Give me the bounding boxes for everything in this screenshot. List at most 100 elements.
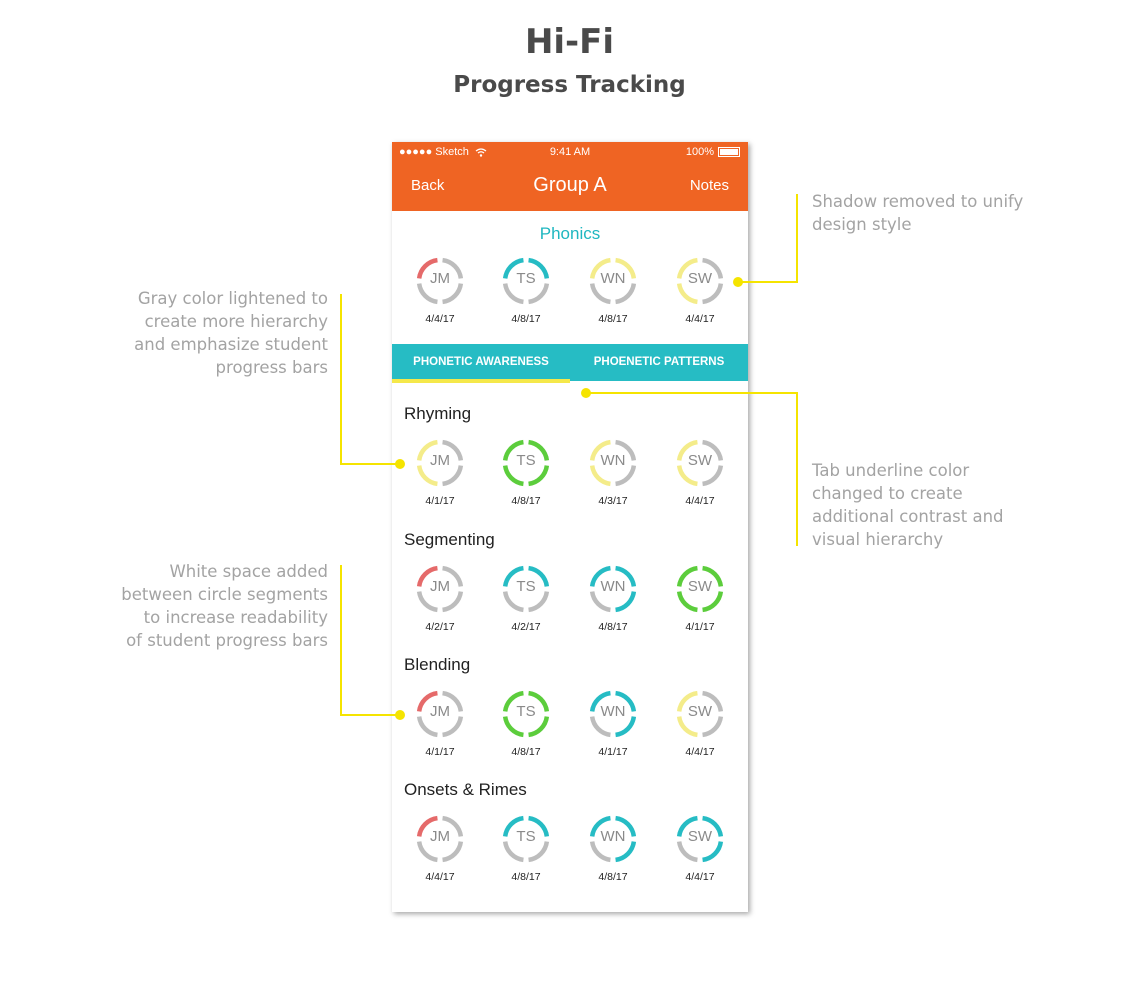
progress-segment-yellow xyxy=(676,716,698,738)
progress-ring xyxy=(416,815,464,863)
student-date: 4/8/17 xyxy=(511,313,541,325)
progress-segment-teal xyxy=(615,815,637,837)
progress-segment-teal xyxy=(502,257,524,279)
progress-segment-red xyxy=(416,257,438,279)
progress-segment-gray xyxy=(416,283,438,305)
student-date: 4/3/17 xyxy=(598,495,628,507)
progress-segment-red xyxy=(416,815,438,837)
student-date: 4/8/17 xyxy=(598,313,628,325)
student-initials: TS xyxy=(516,828,536,845)
progress-segment-teal xyxy=(702,841,724,863)
skill-heading: Segmenting xyxy=(404,530,495,549)
progress-segment-green xyxy=(702,591,724,613)
progress-segment-teal xyxy=(528,257,550,279)
progress-segment-green xyxy=(502,439,524,461)
progress-segment-gray xyxy=(702,257,724,279)
student-date: 4/4/17 xyxy=(425,313,455,325)
progress-segment-gray xyxy=(502,591,524,613)
battery-icon xyxy=(718,147,740,157)
nav-title: Group A xyxy=(533,174,607,196)
notes-button[interactable]: Notes xyxy=(689,177,729,194)
carrier-text: ●●●●● Sketch xyxy=(399,146,469,158)
student-date: 4/8/17 xyxy=(598,621,628,633)
progress-segment-teal xyxy=(502,565,524,587)
progress-segment-green xyxy=(528,690,550,712)
progress-ring xyxy=(676,815,724,863)
page-title: Hi-Fi xyxy=(524,22,615,62)
progress-ring xyxy=(676,690,724,738)
progress-segment-teal xyxy=(676,815,698,837)
carrier-label: ●●●●● Sketch xyxy=(399,146,487,158)
student-date: 4/1/17 xyxy=(598,746,628,758)
progress-ring xyxy=(589,690,637,738)
progress-ring xyxy=(502,439,550,487)
status-time: 9:41 AM xyxy=(549,146,591,158)
student-initials: JM xyxy=(430,578,450,595)
progress-segment-gray xyxy=(416,591,438,613)
progress-segment-teal xyxy=(502,815,524,837)
progress-segment-green xyxy=(676,591,698,613)
tab-phonetic-awareness[interactable]: PHONETIC AWARENESS xyxy=(413,356,549,368)
progress-ring xyxy=(416,257,464,305)
progress-segment-gray xyxy=(702,283,724,305)
progress-segment-red xyxy=(416,565,438,587)
progress-segment-gray xyxy=(442,565,464,587)
phone-screen: ●●●●● Sketch 9:41 AM 100% Back Group A N… xyxy=(392,142,748,912)
progress-segment-gray xyxy=(615,283,637,305)
progress-segment-gray xyxy=(442,465,464,487)
student-initials: JM xyxy=(430,828,450,845)
top-bar: ●●●●● Sketch 9:41 AM 100% Back Group A N… xyxy=(392,142,748,211)
progress-ring xyxy=(502,815,550,863)
student-initials: WN xyxy=(600,452,626,469)
tab-phoenetic-patterns[interactable]: PHOENETIC PATTERNS xyxy=(593,356,725,368)
progress-segment-teal xyxy=(589,565,611,587)
student-date: 4/2/17 xyxy=(511,621,541,633)
annotation-tab-underline: Tab underline color changed to create ad… xyxy=(812,461,1004,549)
progress-segment-red xyxy=(416,690,438,712)
progress-segment-teal xyxy=(702,815,724,837)
progress-segment-gray xyxy=(589,841,611,863)
progress-segment-gray xyxy=(528,283,550,305)
progress-segment-yellow xyxy=(676,283,698,305)
progress-segment-gray xyxy=(442,439,464,461)
student-initials: SW xyxy=(687,578,713,595)
student-wn[interactable]: WN 4/3/17 xyxy=(583,439,643,511)
student-initials: SW xyxy=(687,703,713,720)
student-initials: SW xyxy=(687,452,713,469)
progress-segment-gray xyxy=(702,716,724,738)
back-button[interactable]: Back xyxy=(411,177,445,194)
progress-segment-gray xyxy=(502,841,524,863)
student-date: 4/4/17 xyxy=(685,871,715,883)
tab-underline xyxy=(392,379,570,383)
progress-ring xyxy=(589,565,637,613)
progress-ring xyxy=(676,565,724,613)
progress-segment-teal xyxy=(615,591,637,613)
section-heading-phonics: Phonics xyxy=(539,224,601,243)
progress-segment-yellow xyxy=(416,439,438,461)
progress-segment-green xyxy=(676,565,698,587)
progress-segment-gray xyxy=(589,283,611,305)
progress-segment-yellow xyxy=(676,690,698,712)
progress-segment-yellow xyxy=(589,257,611,279)
progress-ring xyxy=(416,439,464,487)
progress-segment-gray xyxy=(442,283,464,305)
